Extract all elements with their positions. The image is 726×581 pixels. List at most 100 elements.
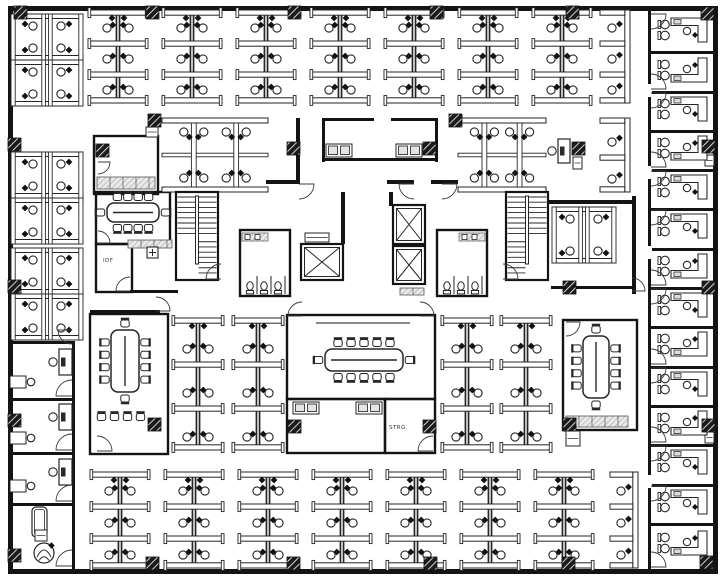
wall: [322, 118, 325, 162]
wall: [431, 180, 458, 184]
workstation-column: [163, 469, 225, 571]
wall: [651, 326, 713, 329]
structural-column: [448, 113, 463, 128]
structural-column: [7, 279, 22, 294]
structural-column: [423, 556, 438, 571]
counter: [399, 287, 425, 296]
wall: [341, 192, 345, 244]
workstation-column: [531, 7, 593, 106]
workstation-cluster: [10, 13, 84, 61]
office-desk: [48, 348, 73, 376]
workstation-cluster: [551, 206, 617, 264]
private-office-desk: [657, 331, 708, 357]
wall: [8, 569, 718, 574]
room-label-storage: STRG.: [389, 425, 408, 431]
wall: [8, 398, 74, 401]
office-desk: [547, 138, 571, 164]
private-office-desk: [657, 489, 708, 515]
structural-column: [701, 418, 716, 433]
private-office-desk: [657, 371, 708, 397]
structural-column: [147, 417, 162, 432]
structural-column: [287, 5, 302, 20]
workstation-cluster: [10, 59, 84, 107]
workstation-column: [533, 469, 595, 571]
door-swing: [96, 435, 113, 452]
structural-column: [145, 556, 160, 571]
structural-column: [287, 419, 302, 434]
conference-table-a: [94, 191, 172, 234]
door-swing: [502, 263, 519, 280]
cabinet-box: [565, 430, 581, 447]
printer-station: [292, 401, 320, 415]
private-office-desk: [657, 410, 708, 436]
workstation-column: [499, 315, 553, 453]
window-line: [316, 322, 410, 324]
structural-column: [7, 548, 22, 563]
workstation-quad-block: [457, 117, 547, 193]
conference-table-c: [312, 337, 416, 383]
workstation-column: [309, 7, 371, 106]
structural-column: [13, 5, 28, 20]
restroom: [435, 228, 489, 298]
door-swing: [631, 277, 646, 292]
structural-column: [286, 141, 301, 156]
elevator: [391, 203, 427, 246]
wall: [651, 91, 713, 94]
conference-table-b: [99, 317, 151, 405]
workstation-column: [457, 7, 519, 106]
wall: [322, 118, 374, 121]
conference-room-b: [88, 312, 170, 456]
workstation-column: [161, 7, 223, 106]
structural-column: [699, 555, 714, 570]
structural-column: [561, 556, 576, 571]
doorway-gap: [646, 84, 652, 97]
structural-column: [7, 413, 22, 428]
structural-column: [422, 419, 437, 434]
workstation-column: [235, 7, 297, 106]
door-swing: [650, 209, 667, 226]
svg-text:STRG.: STRG.: [389, 425, 408, 431]
doorway-gap: [646, 475, 652, 488]
credenza: [9, 375, 36, 389]
wall: [651, 169, 713, 172]
structural-column: [95, 143, 110, 158]
private-office-desk: [657, 292, 708, 318]
workstation-column: [440, 315, 494, 453]
door-swing: [650, 73, 667, 90]
workstation-column: [231, 315, 285, 453]
door-swing: [287, 301, 303, 317]
structural-column: [562, 280, 577, 295]
wall: [651, 287, 713, 290]
door-swing: [419, 301, 435, 317]
workstation-cluster: [10, 151, 84, 199]
door-swing: [55, 433, 73, 451]
plant: [33, 542, 55, 564]
door-swing: [650, 445, 667, 462]
wall: [651, 444, 713, 447]
cabinet-box: [145, 126, 159, 138]
restroom: [238, 228, 292, 298]
structural-column: [429, 5, 444, 20]
doorway-gap: [646, 166, 652, 179]
door-swing: [55, 379, 73, 397]
electrical-panel: [146, 246, 159, 259]
door-swing: [650, 288, 667, 305]
wall: [651, 130, 713, 133]
structural-column: [701, 139, 716, 154]
workstation-column: [87, 7, 149, 106]
wall: [651, 405, 713, 408]
door-swing: [650, 485, 667, 502]
elevator: [391, 244, 427, 286]
office-desk: [48, 403, 73, 431]
svg-text:IDF: IDF: [103, 258, 113, 264]
conference-room-d: [561, 318, 639, 432]
door-swing: [650, 426, 667, 443]
cabinet-box: [572, 156, 583, 170]
door-swing: [650, 269, 667, 286]
wall: [651, 366, 713, 369]
cabinet-box: [304, 232, 330, 243]
wall: [651, 248, 713, 251]
private-office-desk: [657, 96, 708, 122]
workstation-column: [89, 469, 151, 571]
